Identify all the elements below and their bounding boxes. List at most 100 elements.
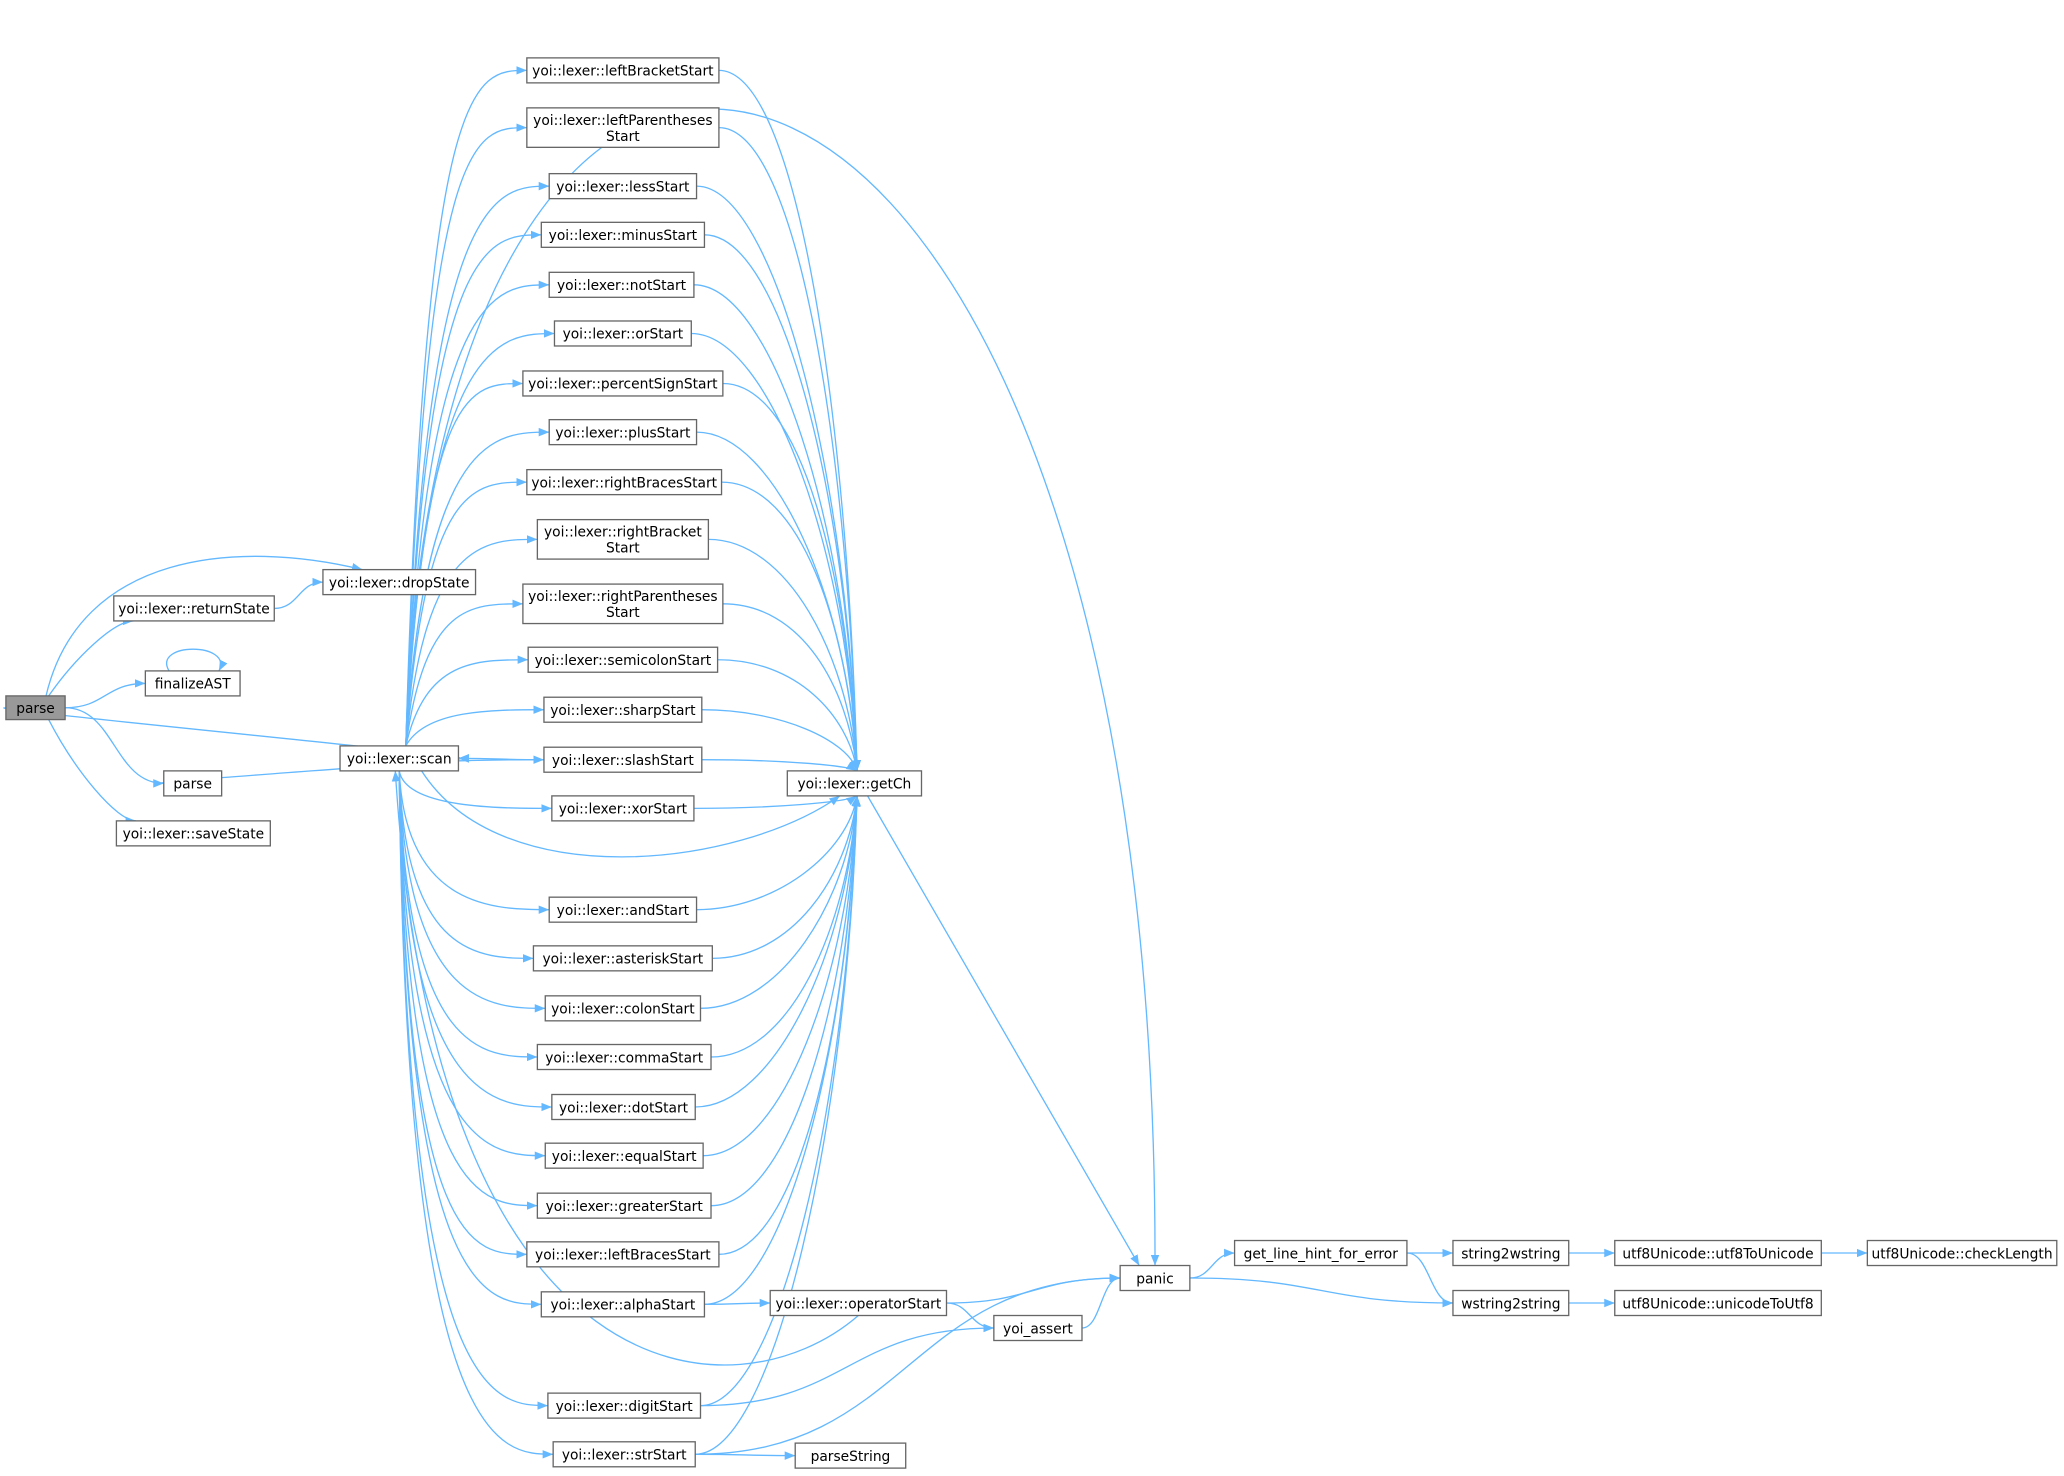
node-box [144, 670, 241, 697]
node-percentSignStart[interactable]: yoi::lexer::percentSignStart [522, 370, 724, 397]
node-colonStart[interactable]: yoi::lexer::colonStart [544, 995, 702, 1022]
edge-asteriskStart-to-getCh [712, 795, 861, 960]
edge-rightBracketStart-to-getCh [708, 538, 861, 771]
edge-scan-to-sharpStart [405, 705, 544, 747]
node-leftBracesStart[interactable]: yoi::lexer::leftBracesStart [526, 1241, 720, 1268]
node-greaterStart[interactable]: yoi::lexer::greaterStart [536, 1192, 712, 1219]
node-sharpStart[interactable]: yoi::lexer::sharpStart [543, 696, 703, 723]
node-label: finalizeAST [155, 677, 231, 693]
edge-percentSignStart-to-getCh [722, 382, 861, 771]
node-box [547, 1392, 702, 1419]
node-box [553, 320, 692, 347]
node-label: string2wstring [1461, 1246, 1560, 1262]
node-box [522, 583, 724, 625]
node-box [548, 896, 698, 923]
node-label: yoi::lexer::asteriskStart [543, 952, 704, 968]
node-leftBracketStart[interactable]: yoi::lexer::leftBracketStart [526, 57, 720, 84]
node-utf8ToUnicode[interactable]: utf8Unicode::utf8ToUnicode [1614, 1239, 1822, 1267]
node-commaStart[interactable]: yoi::lexer::commaStart [536, 1043, 712, 1071]
edge-xorStart-to-getCh [693, 795, 858, 810]
node-digitStart[interactable]: yoi::lexer::digitStart [547, 1392, 702, 1419]
node-box [543, 696, 703, 723]
node-box [115, 820, 271, 847]
node-label: utf8Unicode::unicodeToUtf8 [1622, 1296, 1813, 1312]
edges-layer [3, 66, 1868, 1460]
node-string2wstring[interactable]: string2wstring [1452, 1239, 1570, 1267]
node-box [769, 1289, 948, 1317]
node-returnState[interactable]: yoi::lexer::returnState [113, 595, 275, 622]
edge-rightBracesStart-to-getCh [721, 481, 861, 771]
node-scan[interactable]: yoi::lexer::scan [339, 745, 460, 772]
node-checkLength[interactable]: utf8Unicode::checkLength [1866, 1239, 2058, 1267]
node-label: yoi::lexer::notStart [557, 278, 687, 294]
node-label: yoi::lexer::leftBracesStart [535, 1248, 711, 1264]
node-box [532, 945, 713, 972]
node-label: yoi::lexer::percentSignStart [528, 377, 718, 393]
node-label: yoi::lexer::getCh [798, 777, 912, 793]
node-dropState[interactable]: yoi::lexer::dropState [322, 568, 477, 596]
node-parse2[interactable]: parse [163, 770, 223, 797]
node-wstring2string[interactable]: wstring2string [1452, 1289, 1570, 1317]
node-equalStart[interactable]: yoi::lexer::equalStart [544, 1142, 704, 1169]
node-strStart[interactable]: yoi::lexer::strStart [552, 1441, 696, 1468]
edge-root_parse-to-dropState [45, 555, 363, 697]
node-finalizeAST[interactable]: finalizeAST [144, 670, 241, 697]
node-slashStart[interactable]: yoi::lexer::slashStart [543, 746, 703, 773]
node-label: yoi::lexer::colonStart [551, 1002, 695, 1018]
node-box [544, 995, 702, 1022]
node-box [540, 1291, 706, 1318]
node-semicolonStart[interactable]: yoi::lexer::semicolonStart [527, 646, 719, 673]
node-get_line_hint_for_error[interactable]: get_line_hint_for_error [1233, 1239, 1408, 1267]
node-box [548, 271, 695, 298]
node-getCh[interactable]: yoi::lexer::getCh [786, 770, 923, 797]
node-saveState[interactable]: yoi::lexer::saveState [115, 820, 271, 847]
edge-operatorStart-to-yoi_assert [946, 1302, 994, 1333]
node-orStart[interactable]: yoi::lexer::orStart [553, 320, 692, 347]
node-panic[interactable]: panic [1119, 1264, 1191, 1292]
node-lessStart[interactable]: yoi::lexer::lessStart [548, 172, 698, 200]
node-box [527, 646, 719, 673]
edge-scan-to-leftBracesStart [398, 770, 527, 1259]
edge-leftBracketStart-to-getCh [718, 69, 861, 771]
node-box [993, 1314, 1083, 1342]
node-box [536, 1192, 712, 1219]
node-xorStart[interactable]: yoi::lexer::xorStart [551, 795, 695, 822]
edge-equalStart-to-getCh [703, 795, 861, 1157]
edge-scan-to-leftParenthesesStart [405, 123, 527, 746]
node-label: yoi::lexer::returnState [118, 602, 269, 618]
edge-scan-to-commaStart [398, 770, 538, 1062]
node-unicodeToUtf8[interactable]: utf8Unicode::unicodeToUtf8 [1614, 1289, 1822, 1317]
node-box [551, 1093, 696, 1121]
node-plusStart[interactable]: yoi::lexer::plusStart [548, 418, 698, 446]
edge-scan-to-asteriskStart [398, 770, 534, 963]
edge-scan-to-rightBracesStart [405, 477, 527, 746]
node-dotStart[interactable]: yoi::lexer::dotStart [551, 1093, 696, 1121]
node-root_parse[interactable]: parse [5, 695, 66, 721]
node-alphaStart[interactable]: yoi::lexer::alphaStart [540, 1291, 706, 1318]
node-label: yoi::lexer::equalStart [552, 1149, 697, 1165]
edge-scan-to-greaterStart [398, 770, 538, 1210]
edge-scan-to-percentSignStart [405, 379, 523, 746]
edge-yoi_assert-to-panic [1081, 1273, 1121, 1329]
node-operatorStart[interactable]: yoi::lexer::operatorStart [769, 1289, 948, 1317]
node-box [552, 1441, 696, 1468]
node-box [1614, 1239, 1822, 1267]
node-notStart[interactable]: yoi::lexer::notStart [548, 271, 695, 298]
node-rightBracesStart[interactable]: yoi::lexer::rightBracesStart [526, 468, 723, 496]
node-andStart[interactable]: yoi::lexer::andStart [548, 896, 698, 923]
node-box [526, 107, 720, 148]
node-yoi_assert[interactable]: yoi_assert [993, 1314, 1083, 1342]
node-box [113, 595, 275, 622]
node-box [522, 370, 724, 397]
node-minusStart[interactable]: yoi::lexer::minusStart [540, 221, 706, 248]
node-parseString[interactable]: parseString [794, 1442, 907, 1469]
edge-returnState-to-dropState [274, 577, 323, 610]
edge-strStart-to-parseString [695, 1451, 796, 1460]
node-box [526, 57, 720, 84]
node-asteriskStart[interactable]: yoi::lexer::asteriskStart [532, 945, 713, 972]
node-box [536, 1043, 712, 1071]
